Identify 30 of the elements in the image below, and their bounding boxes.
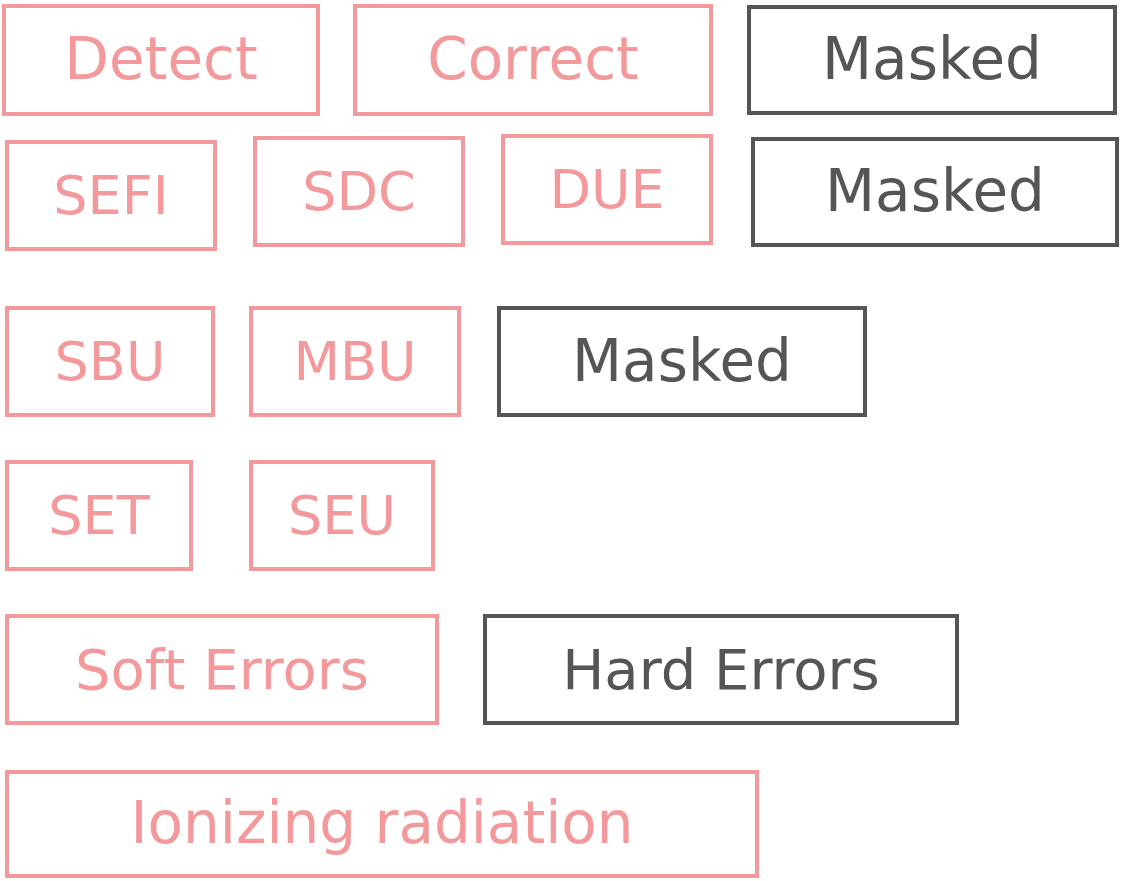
label-box [5, 770, 759, 878]
box-text: Masked [822, 28, 1042, 92]
box-text: SDC [302, 161, 416, 222]
box-text: Hard Errors [562, 638, 880, 701]
box-text: Ionizing radiation [130, 792, 634, 856]
box-text: Masked [572, 329, 792, 394]
label-box [751, 137, 1119, 247]
label-box [5, 306, 215, 417]
label-box [353, 4, 713, 116]
label-box [5, 614, 439, 725]
label-box [2, 4, 320, 116]
label-box [249, 306, 461, 417]
box-text: SET [48, 485, 150, 546]
label-box [501, 134, 713, 245]
box-text: SBU [54, 331, 166, 392]
label-box [747, 5, 1117, 115]
label-box [253, 136, 465, 247]
box-text: SEFI [53, 165, 169, 226]
label-box [5, 460, 193, 571]
box-text: Correct [427, 28, 639, 92]
label-box [497, 306, 867, 417]
box-text: DUE [549, 159, 665, 220]
box-text: Soft Errors [75, 638, 369, 701]
label-box [483, 614, 959, 725]
label-box [5, 140, 217, 251]
box-text: SEU [288, 485, 396, 546]
box-text: Masked [825, 160, 1045, 224]
box-text: MBU [293, 331, 417, 392]
box-text: Detect [64, 28, 258, 92]
label-box [249, 460, 435, 571]
